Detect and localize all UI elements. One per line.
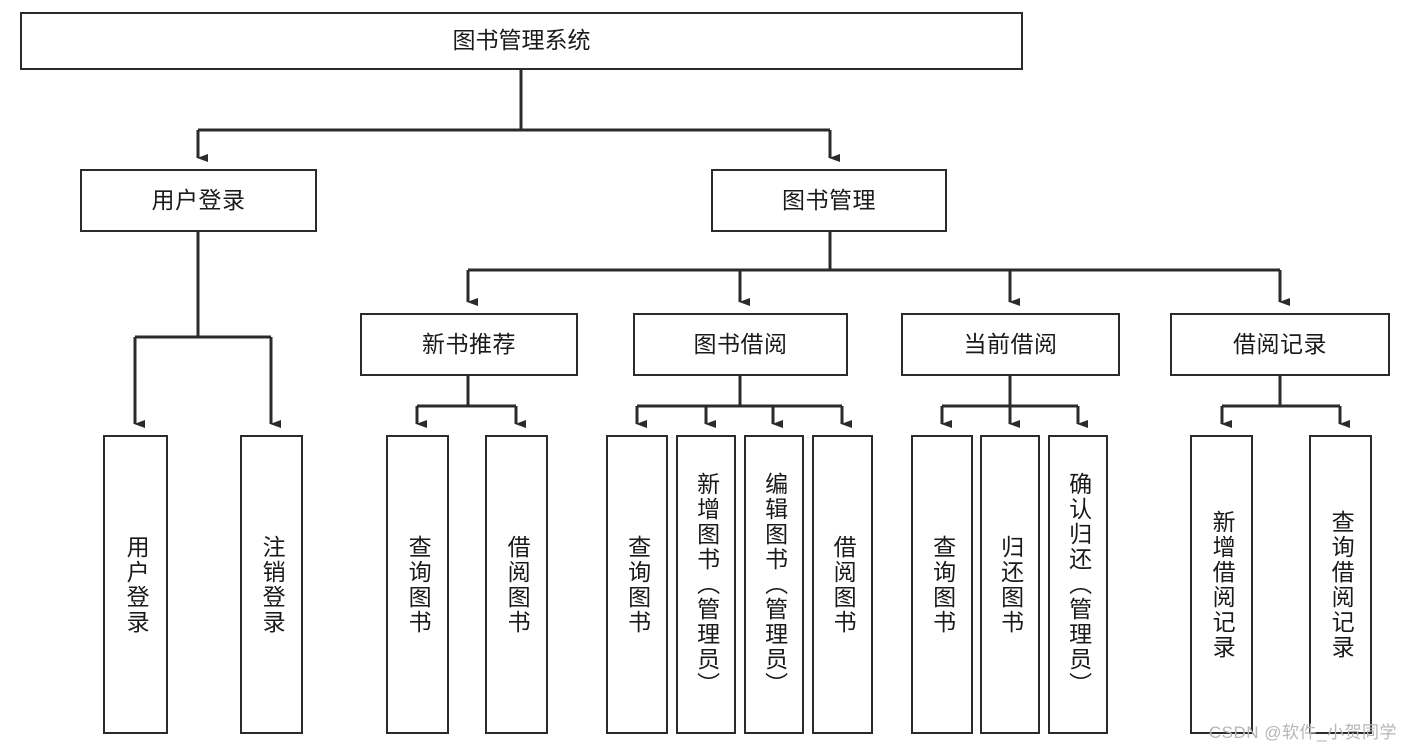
node-label: 用户登录 [123, 534, 150, 635]
node-leaf-query-book-1[interactable]: 查询图书 [386, 435, 449, 734]
node-leaf-add-book[interactable]: 新增图书（管理员） [676, 435, 736, 734]
node-leaf-borrow-book-2[interactable]: 借阅图书 [812, 435, 873, 734]
node-leaf-borrow-book-1[interactable]: 借阅图书 [485, 435, 548, 734]
node-label: 用户登录 [151, 186, 246, 213]
node-label: 当前借阅 [963, 330, 1058, 357]
node-leaf-query-record[interactable]: 查询借阅记录 [1309, 435, 1372, 734]
node-leaf-user-logout[interactable]: 注销登录 [240, 435, 303, 734]
node-leaf-query-book-2[interactable]: 查询图书 [606, 435, 668, 734]
node-user-login[interactable]: 用户登录 [80, 169, 317, 232]
node-leaf-add-record[interactable]: 新增借阅记录 [1190, 435, 1253, 734]
node-label: 新增图书（管理员） [693, 472, 720, 697]
node-label: 确认归还（管理员） [1065, 472, 1092, 697]
node-label: 查询图书 [929, 534, 956, 635]
node-label: 图书管理系统 [452, 27, 591, 54]
node-leaf-edit-book[interactable]: 编辑图书（管理员） [744, 435, 804, 734]
node-label: 查询图书 [405, 534, 432, 635]
node-label: 借阅记录 [1233, 330, 1327, 357]
node-leaf-user-login[interactable]: 用户登录 [103, 435, 168, 734]
node-borrow-record[interactable]: 借阅记录 [1170, 313, 1390, 376]
node-label: 图书管理 [782, 186, 876, 213]
node-new-book-recommend[interactable]: 新书推荐 [360, 313, 578, 376]
node-label: 查询借阅记录 [1328, 509, 1355, 660]
node-label: 注销登录 [259, 534, 286, 635]
node-label: 新书推荐 [422, 330, 516, 357]
node-leaf-confirm-return[interactable]: 确认归还（管理员） [1048, 435, 1108, 734]
node-label: 图书借阅 [693, 330, 788, 357]
node-root-system[interactable]: 图书管理系统 [20, 12, 1023, 70]
node-leaf-query-book-3[interactable]: 查询图书 [911, 435, 973, 734]
node-book-management[interactable]: 图书管理 [711, 169, 947, 232]
node-label: 编辑图书（管理员） [761, 472, 788, 697]
node-label: 借阅图书 [830, 534, 857, 635]
node-label: 归还图书 [997, 534, 1024, 635]
node-label: 借阅图书 [504, 534, 531, 635]
node-current-borrow[interactable]: 当前借阅 [901, 313, 1120, 376]
node-label: 新增借阅记录 [1209, 509, 1236, 660]
csdn-watermark: CSDN @软件_小贺同学 [1208, 723, 1397, 742]
node-leaf-return-book[interactable]: 归还图书 [980, 435, 1040, 734]
node-book-borrow[interactable]: 图书借阅 [633, 313, 848, 376]
node-label: 查询图书 [624, 534, 651, 635]
